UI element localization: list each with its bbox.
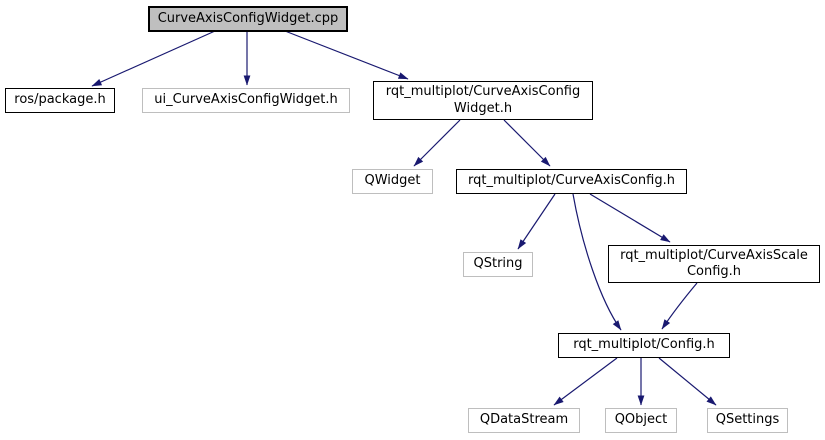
node-qsettings: QSettings xyxy=(707,408,788,433)
node-curve-axis-config-widget-h[interactable]: rqt_multiplot/CurveAxisConfig Widget.h xyxy=(373,81,593,120)
edge-widget-h-to-qwidget xyxy=(413,119,461,167)
node-ros-package-h[interactable]: ros/package.h xyxy=(5,88,115,113)
edge-scale-config-to-config-h xyxy=(661,282,698,330)
edge-config-h-to-qdatastream xyxy=(553,357,618,406)
edge-widget-h-to-curve-axis-config-h xyxy=(503,119,551,167)
node-curve-axis-scale-config-h[interactable]: rqt_multiplot/CurveAxisScale Config.h xyxy=(608,245,820,283)
edge-config-h-to-qsettings xyxy=(658,357,717,406)
node-qstring: QString xyxy=(463,252,533,277)
edge-config-to-config-h xyxy=(572,193,622,331)
edge-config-to-qstring xyxy=(517,193,556,250)
node-curve-axis-config-widget-cpp: CurveAxisConfigWidget.cpp xyxy=(148,6,348,32)
edge-config-to-scale-config xyxy=(589,193,671,243)
node-qwidget: QWidget xyxy=(352,169,433,194)
edge-main-to-ros-package xyxy=(91,30,216,87)
node-config-h[interactable]: rqt_multiplot/Config.h xyxy=(558,333,730,358)
node-qdatastream: QDataStream xyxy=(468,408,580,433)
node-curve-axis-config-h[interactable]: rqt_multiplot/CurveAxisConfig.h xyxy=(456,169,687,194)
node-ui-curve-axis-config-widget-h: ui_CurveAxisConfigWidget.h xyxy=(142,88,350,113)
node-qobject: QObject xyxy=(605,408,677,433)
edge-main-to-curve-axis-config-widget-h xyxy=(284,30,409,80)
